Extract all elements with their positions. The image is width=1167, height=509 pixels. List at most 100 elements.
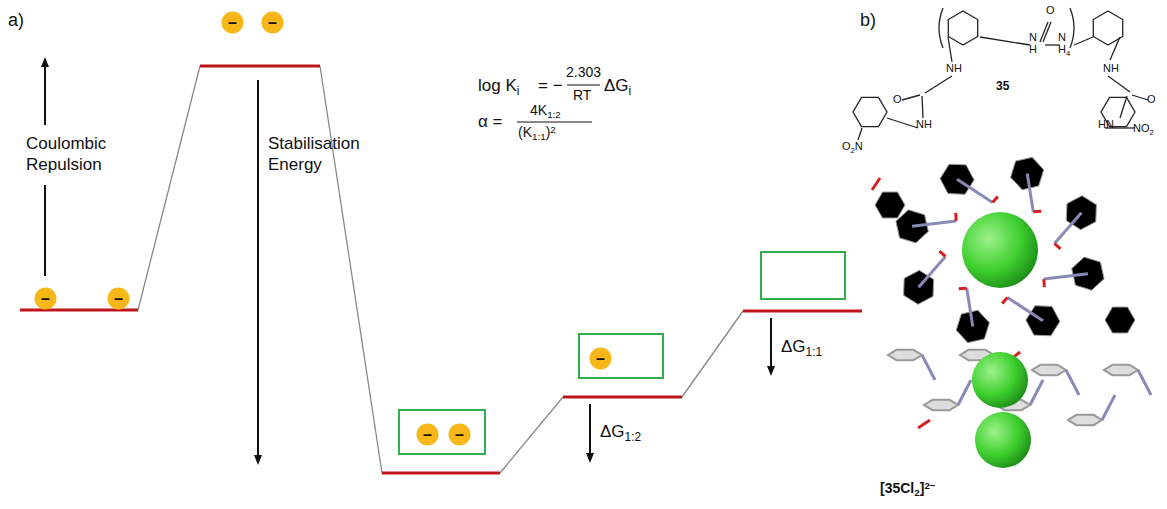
label-text: O (893, 93, 902, 105)
text-label: ΔG1:2 (600, 422, 641, 442)
label-text: 35 (885, 480, 901, 496)
label-text: RT (573, 87, 591, 103)
label-text: N (1029, 31, 1037, 43)
subscript: 4 (1066, 49, 1070, 58)
chloride-sphere (972, 352, 1028, 408)
charge-sign: – (416, 423, 439, 446)
text-label: H4 (1058, 43, 1070, 56)
label-text: 35 (996, 79, 1009, 93)
label-text: HN (1098, 118, 1114, 130)
structure-formula (853, 8, 1148, 140)
subscript: 1:1 (532, 131, 546, 142)
text-label: ΔG1:1 (781, 337, 822, 357)
label-text: ΔG (600, 422, 625, 441)
label-text: ] (920, 480, 925, 496)
label-text: α = (478, 112, 502, 131)
text-label: α = (478, 112, 502, 132)
text-label: 4K1:2 (530, 102, 561, 118)
label-text: NH (1103, 62, 1119, 74)
subscript: 2 (1150, 128, 1154, 137)
label-text: H (1058, 43, 1066, 55)
text-label: [35Cl2]2− (880, 480, 936, 496)
text-label: ΔGi (604, 76, 631, 96)
text-label: NH (1103, 62, 1119, 75)
label-text: O (1046, 4, 1055, 16)
text-label: N (1029, 31, 1037, 44)
receptor-box (760, 251, 846, 300)
text-label: N (1058, 31, 1066, 44)
label-text: 4K (530, 102, 547, 118)
text-label: Energy (268, 155, 322, 175)
subscript: 1:1 (806, 345, 823, 359)
label-text: NH (946, 62, 962, 74)
label-text: Energy (268, 155, 322, 174)
label-text: log K (478, 76, 517, 95)
charge-sign: – (261, 11, 284, 34)
text-label: O (1046, 4, 1055, 17)
label-text: N (1058, 31, 1066, 43)
text-label: 2.303 (566, 64, 601, 80)
charge-sign: – (107, 287, 130, 310)
charge-sign: – (34, 287, 57, 310)
anion-circle: – (448, 423, 471, 446)
text-label: O2N (842, 140, 863, 153)
text-label: Stabilisation (268, 134, 360, 154)
text-label: O (893, 93, 902, 106)
subscript: 1:2 (547, 109, 561, 120)
label-text: N (1133, 122, 1141, 134)
text-label: RT (573, 87, 591, 103)
text-label: HN (1098, 118, 1114, 131)
superscript: 2− (924, 480, 935, 491)
anion-circle: – (107, 287, 130, 310)
energy-levels (20, 66, 862, 473)
receptor-box: –– (398, 409, 486, 455)
text-label: b) (860, 10, 876, 31)
label-text: O (1141, 122, 1150, 134)
label-text: ΔG (781, 337, 806, 356)
charge-sign: – (589, 347, 612, 370)
text-label: NH (916, 118, 932, 131)
charge-sign: – (221, 11, 244, 34)
label-text: 2.303 (566, 64, 601, 80)
label-text: NH (916, 118, 932, 130)
text-label: = − (538, 76, 563, 96)
connector-lines (138, 66, 743, 473)
text-label: Coulombic (26, 134, 106, 154)
text-label: NH (946, 62, 962, 75)
superscript: 2 (550, 124, 555, 135)
label-text: = − (538, 76, 563, 95)
label-text: H (1029, 43, 1037, 55)
arrows (45, 62, 771, 460)
text-label: NO2 (1133, 122, 1154, 135)
text-label: (K1:1)2 (518, 124, 556, 140)
text-label: H (1029, 43, 1037, 56)
text-label: log Ki (478, 76, 519, 96)
subscript: 2 (914, 487, 919, 498)
label-text: O (1147, 93, 1156, 105)
text-label: Repulsion (26, 155, 102, 175)
chloride-sphere (975, 412, 1031, 468)
subscript: 1:2 (625, 430, 642, 444)
anion-circle: – (34, 287, 57, 310)
anion-circle: – (589, 347, 612, 370)
text-label: 35 (996, 80, 1009, 94)
subscript: 2 (851, 146, 855, 155)
text-label: O (1147, 93, 1156, 106)
label-text: ΔG (604, 76, 629, 95)
label-text: O (842, 140, 851, 152)
anion-circle: – (416, 423, 439, 446)
subscript: i (517, 84, 520, 98)
label-text: a) (8, 10, 24, 30)
anion-circle: – (221, 11, 244, 34)
label-text: Cl (900, 480, 914, 496)
label-text: Stabilisation (268, 134, 360, 153)
label-text: N (855, 140, 863, 152)
charge-sign: – (448, 423, 471, 446)
label-text: ) (546, 124, 551, 140)
chloride-sphere (962, 212, 1038, 288)
label-text: Coulombic (26, 134, 106, 153)
label-text: [ (880, 480, 885, 496)
label-text: b) (860, 10, 876, 30)
text-label: a) (8, 10, 24, 31)
label-text: Repulsion (26, 155, 102, 174)
